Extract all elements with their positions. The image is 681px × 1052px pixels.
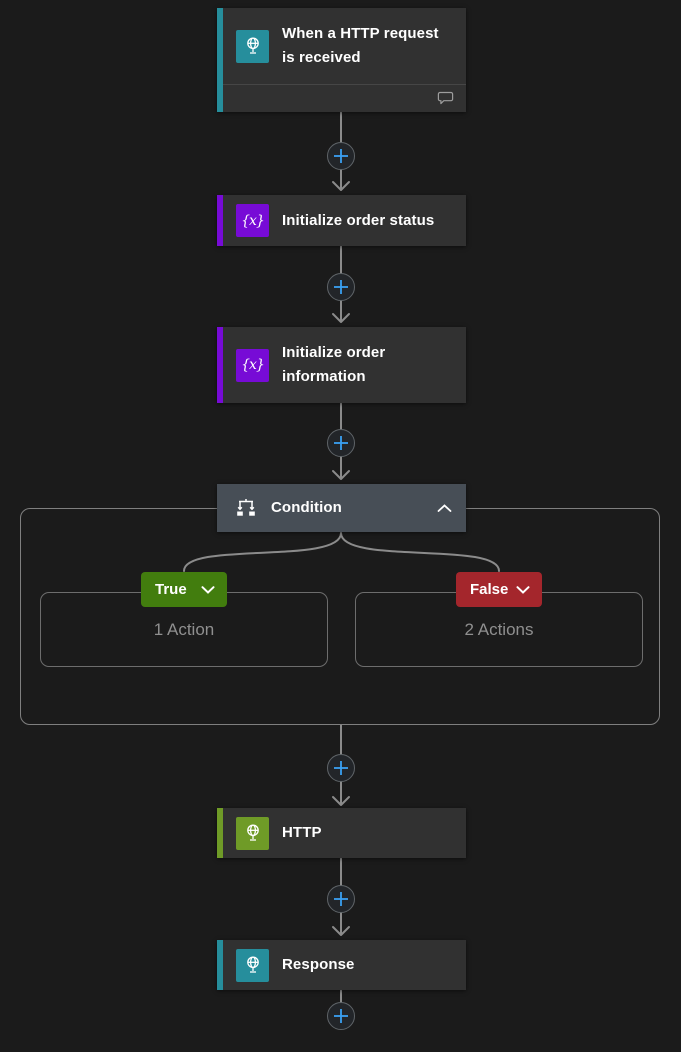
- branch-summary: 2 Actions: [464, 619, 534, 639]
- action-title: Condition: [271, 499, 342, 516]
- comment-bubble-icon[interactable]: [437, 91, 455, 106]
- accent-bar: [217, 195, 223, 246]
- branch-label: False: [470, 581, 509, 598]
- add-step-button-6[interactable]: [327, 1002, 355, 1030]
- add-step-button-3[interactable]: [327, 429, 355, 457]
- plus-icon: [334, 436, 348, 450]
- globe-response-icon: [236, 948, 269, 982]
- add-step-button-1[interactable]: [327, 142, 355, 170]
- branch-summary: 1 Action: [153, 619, 215, 639]
- chevron-down-icon[interactable]: [516, 585, 530, 594]
- plus-icon: [334, 149, 348, 163]
- variable-icon: {x}: [236, 204, 269, 237]
- accent-bar: [217, 327, 223, 403]
- action-card-response[interactable]: Response: [217, 940, 466, 990]
- condition-branch-icon: [234, 498, 258, 519]
- accent-bar: [217, 940, 223, 990]
- action-card-init-order-information[interactable]: {x} Initialize order information: [217, 327, 466, 403]
- accent-bar: [217, 8, 223, 112]
- globe-icon: [236, 816, 269, 850]
- chevron-down-icon[interactable]: [201, 585, 215, 594]
- plus-icon: [334, 892, 348, 906]
- accent-bar: [217, 808, 223, 858]
- action-title: Initialize order information: [282, 344, 386, 385]
- action-title: Initialize order status: [282, 211, 435, 229]
- action-card-http[interactable]: HTTP: [217, 808, 466, 858]
- plus-icon: [334, 1009, 348, 1023]
- trigger-title: When a HTTP request is received: [282, 25, 439, 66]
- action-title: Response: [282, 956, 355, 973]
- true-branch-badge[interactable]: True: [141, 572, 227, 607]
- action-title: HTTP: [282, 824, 322, 841]
- plus-icon: [334, 280, 348, 294]
- plus-icon: [334, 761, 348, 775]
- branch-label: True: [155, 581, 187, 598]
- false-branch-badge[interactable]: False: [456, 572, 542, 607]
- add-step-button-4[interactable]: [327, 754, 355, 782]
- trigger-card-http-request[interactable]: When a HTTP request is received: [217, 8, 466, 112]
- add-step-button-2[interactable]: [327, 273, 355, 301]
- action-card-condition[interactable]: Condition: [217, 484, 466, 532]
- variable-icon: {x}: [236, 348, 269, 382]
- chevron-up-icon[interactable]: [437, 503, 452, 513]
- action-card-init-order-status[interactable]: {x} Initialize order status: [217, 195, 466, 246]
- add-step-button-5[interactable]: [327, 885, 355, 913]
- globe-request-icon: [236, 29, 269, 63]
